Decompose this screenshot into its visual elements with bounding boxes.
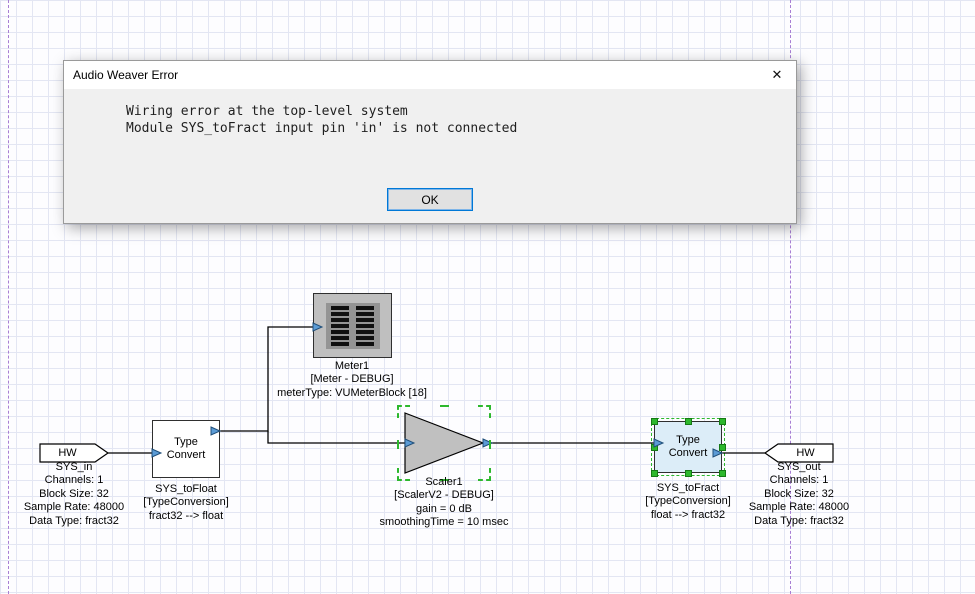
selection-bracket xyxy=(397,405,410,418)
module-name: SYS_out xyxy=(709,461,889,474)
block-meter1[interactable] xyxy=(313,293,392,358)
dialog-title: Audio Weaver Error xyxy=(64,68,178,82)
hw-output-label: HW xyxy=(778,446,833,461)
selection-bracket xyxy=(478,405,491,418)
module-prop: smoothingTime = 10 msec xyxy=(354,516,534,529)
scaler1-labels: Scaler1 [ScalerV2 - DEBUG] gain = 0 dB s… xyxy=(354,476,534,530)
module-prop: Block Size: 32 xyxy=(709,488,889,501)
meter-bars-right xyxy=(356,306,374,346)
module-prop: [Meter - DEBUG] xyxy=(257,373,447,386)
message-line: Module SYS_toFract input pin 'in' is not… xyxy=(126,120,796,137)
selection-handle[interactable] xyxy=(685,470,692,477)
module-name: SYS_in xyxy=(0,461,164,474)
module-prop: [ScalerV2 - DEBUG] xyxy=(354,489,534,502)
selection-handle[interactable] xyxy=(651,418,658,425)
selection-handle[interactable] xyxy=(651,470,658,477)
dialog-message: Wiring error at the top-level system Mod… xyxy=(64,89,796,137)
module-prop: Data Type: fract32 xyxy=(709,515,889,528)
selection-bracket xyxy=(397,440,399,449)
selection-handle[interactable] xyxy=(719,418,726,425)
selection-handle[interactable] xyxy=(651,444,658,451)
meter-bars-left xyxy=(331,306,349,346)
module-name: Meter1 xyxy=(257,360,447,373)
dialog-titlebar[interactable]: Audio Weaver Error ✕ xyxy=(64,61,796,89)
block-label: Type Convert xyxy=(663,434,713,460)
pin-scaler1-input[interactable] xyxy=(405,439,414,447)
block-scaler1[interactable] xyxy=(405,413,483,473)
module-prop: meterType: VUMeterBlock [18] xyxy=(257,387,447,400)
error-dialog: Audio Weaver Error ✕ Wiring error at the… xyxy=(63,60,797,224)
module-prop: Channels: 1 xyxy=(709,474,889,487)
message-line: Wiring error at the top-level system xyxy=(126,103,796,120)
close-icon[interactable]: ✕ xyxy=(758,61,796,89)
module-prop: fract32 --> float xyxy=(101,510,271,523)
module-prop: gain = 0 dB xyxy=(354,503,534,516)
ok-button[interactable]: OK xyxy=(387,188,473,211)
module-name: Scaler1 xyxy=(354,476,534,489)
wire-tofloat-to-scaler1[interactable] xyxy=(268,431,405,443)
hw-input-label: HW xyxy=(40,446,95,461)
vu-meter-icon xyxy=(326,303,380,349)
sys-tofloat-labels: SYS_toFloat [TypeConversion] fract32 -->… xyxy=(101,483,271,523)
meter1-labels: Meter1 [Meter - DEBUG] meterType: VUMete… xyxy=(257,360,447,400)
sys-out-labels: SYS_out Channels: 1 Block Size: 32 Sampl… xyxy=(709,461,889,528)
block-label: Type Convert xyxy=(161,436,211,462)
selection-bracket xyxy=(440,405,449,407)
module-name: SYS_toFloat xyxy=(101,483,271,496)
selection-handle[interactable] xyxy=(685,418,692,425)
selection-handle[interactable] xyxy=(719,444,726,451)
module-prop: [TypeConversion] xyxy=(101,496,271,509)
module-prop: Sample Rate: 48000 xyxy=(709,501,889,514)
selection-bracket xyxy=(489,440,491,449)
